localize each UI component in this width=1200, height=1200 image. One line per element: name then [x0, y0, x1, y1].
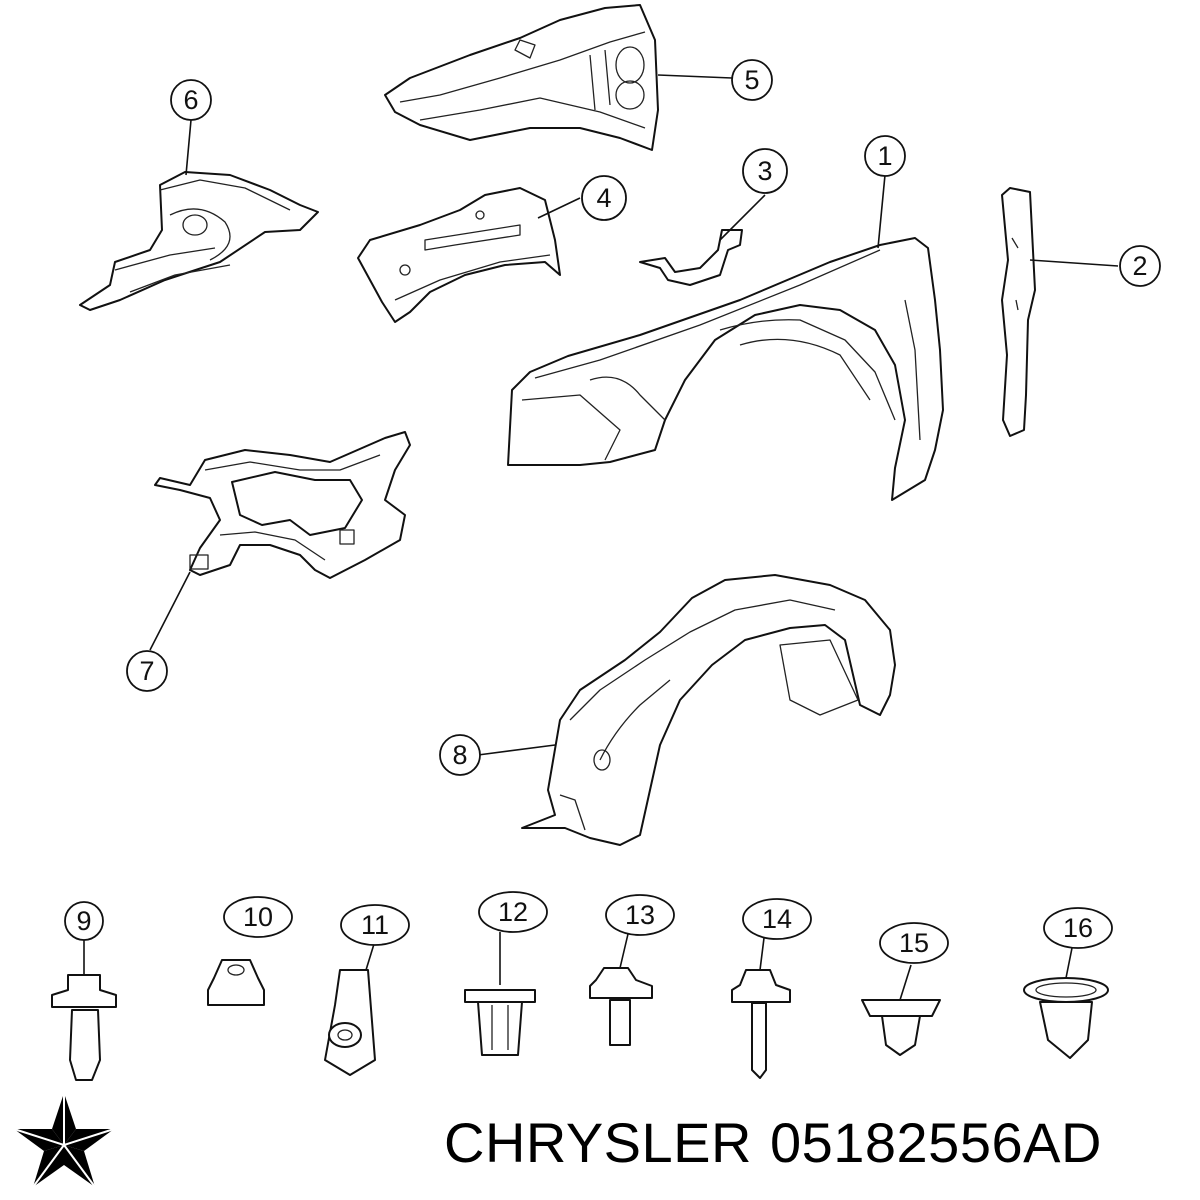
fastener-10-nut — [207, 959, 265, 1006]
callout-5: 5 — [731, 59, 773, 101]
fastener-15-push-pin — [861, 999, 941, 1056]
callout-4: 4 — [581, 175, 627, 221]
part-2-shield — [1001, 187, 1036, 437]
fastener-9-bolt — [51, 974, 117, 1081]
callout-label: 5 — [744, 65, 759, 95]
callout-8: 8 — [439, 734, 481, 776]
callout-7: 7 — [126, 650, 168, 692]
callout-label: 16 — [1063, 913, 1093, 943]
callout-label: 11 — [361, 910, 389, 940]
part-8-liner — [521, 574, 896, 846]
callout-label: 9 — [76, 906, 91, 936]
callout-10: 10 — [223, 896, 293, 938]
part-number: 05182556AD — [769, 1111, 1102, 1174]
fastener-16-push-clip — [1023, 977, 1109, 1059]
part-caption: CHRYSLER 05182556AD — [444, 1110, 1120, 1180]
callout-label: 4 — [596, 183, 611, 213]
callout-9: 9 — [64, 901, 104, 941]
callout-label: 7 — [139, 656, 154, 686]
callout-label: 8 — [452, 740, 467, 770]
leader-lines — [83, 74, 1119, 1001]
callout-label: 6 — [183, 85, 198, 115]
part-7-frame — [154, 431, 411, 579]
callout-12: 12 — [478, 891, 548, 933]
callout-1: 1 — [864, 135, 906, 177]
callout-label: 2 — [1132, 251, 1147, 281]
part-6-bracket — [79, 171, 319, 311]
callout-label: 14 — [762, 904, 792, 934]
fastener-13-bolt — [589, 967, 653, 1046]
part-1-fender — [507, 237, 944, 501]
callout-14: 14 — [742, 898, 812, 940]
fastener-11-clip-nut — [324, 969, 376, 1076]
brand-name: CHRYSLER — [444, 1111, 752, 1174]
callout-label: 10 — [243, 902, 273, 932]
part-4-apron-panel — [357, 187, 561, 323]
callout-3: 3 — [742, 148, 788, 194]
callout-label: 13 — [625, 900, 655, 930]
callout-6: 6 — [170, 79, 212, 121]
callout-label: 15 — [899, 928, 929, 958]
callout-15: 15 — [879, 922, 949, 964]
part-3-bracket — [639, 229, 743, 286]
callout-label: 1 — [877, 141, 892, 171]
fastener-14-stud — [731, 969, 791, 1079]
callout-label: 12 — [498, 897, 528, 927]
callout-2: 2 — [1119, 245, 1161, 287]
callout-11: 11 — [340, 904, 410, 946]
part-5-cowl-panel — [384, 4, 659, 151]
callout-13: 13 — [605, 894, 675, 936]
callout-label: 3 — [757, 156, 772, 186]
fastener-12-rivet-nut — [464, 989, 536, 1056]
callout-16: 16 — [1043, 907, 1113, 949]
chrysler-pentastar-icon — [13, 1093, 115, 1188]
